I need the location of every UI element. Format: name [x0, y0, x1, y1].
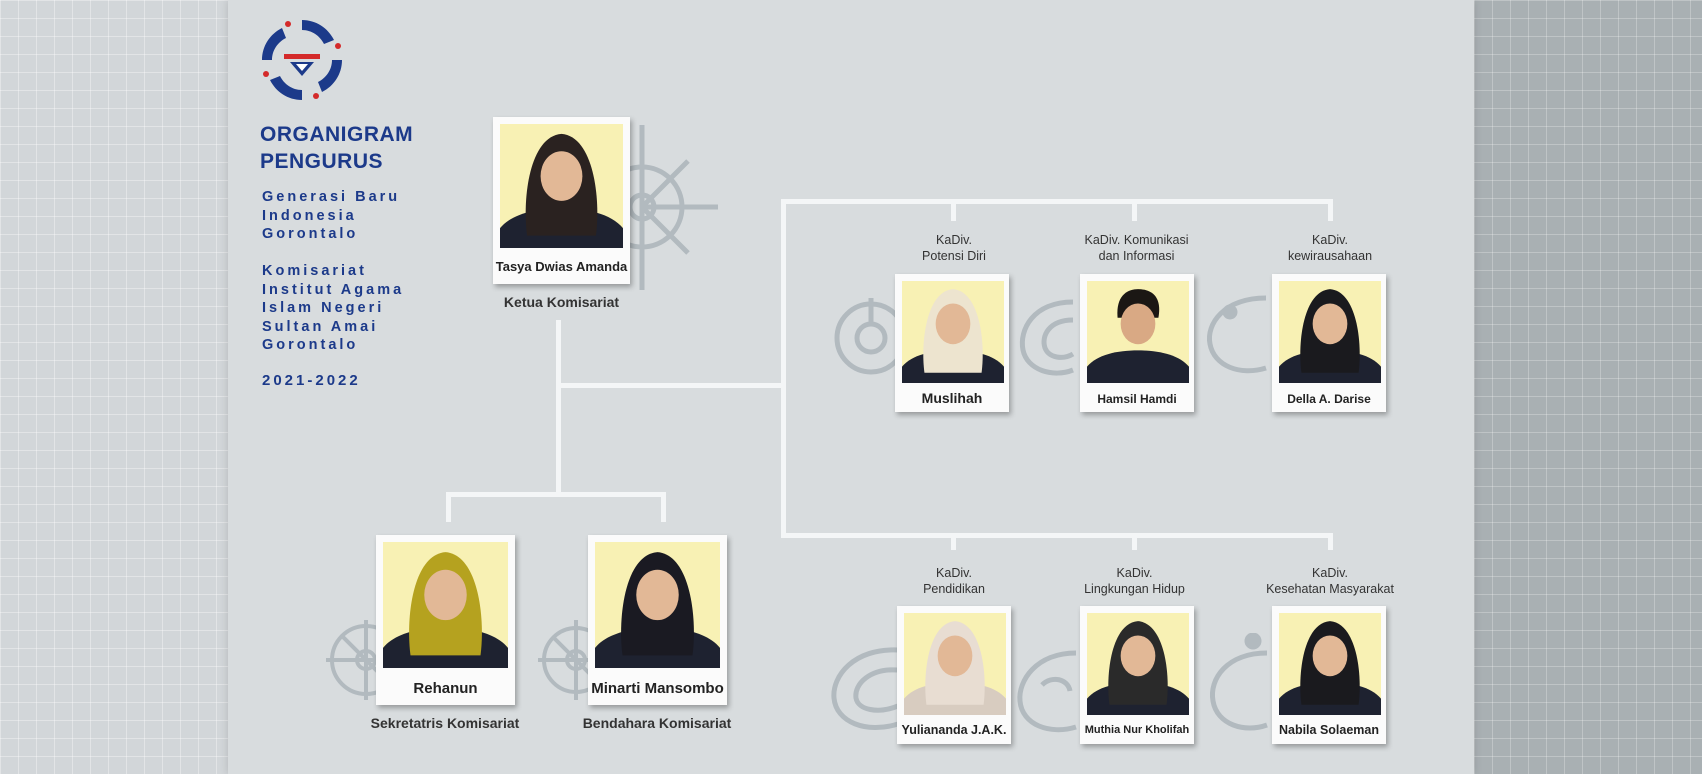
division-title: KaDiv. Lingkungan Hidup — [1062, 565, 1207, 597]
connector-line — [1328, 533, 1333, 550]
division-title-line: KaDiv. — [1312, 566, 1348, 580]
member-photo — [1279, 281, 1381, 383]
member-role: Ketua Komisariat — [503, 294, 620, 310]
member-card-treasurer: Minarti Mansombo — [588, 535, 727, 705]
member-name: Muthia Nur Kholifah — [1084, 724, 1190, 736]
title-line-2: PENGURUS — [260, 150, 384, 173]
connector-line — [446, 492, 451, 522]
org-line-1: Generasi Baru — [262, 189, 401, 205]
person-silhouette-icon — [1087, 621, 1189, 715]
member-name: Della A. Darise — [1287, 392, 1371, 406]
member-photo — [904, 613, 1006, 715]
title-line-1: ORGANIGRAM — [260, 123, 414, 146]
division-title-line: Kesehatan Masyarakat — [1266, 582, 1394, 596]
member-photo — [595, 542, 720, 668]
division-title-line: kewirausahaan — [1287, 249, 1373, 263]
person-silhouette-icon — [595, 552, 720, 668]
background-grid-left — [0, 0, 228, 774]
connector-line — [781, 199, 786, 538]
wheel-ornament-icon — [538, 620, 590, 700]
branch-line-1: Komisariat — [262, 263, 367, 279]
division-title-line: KaDiv. — [1116, 566, 1153, 580]
gmni-logo-icon — [262, 20, 342, 100]
division-title-line: KaDiv. — [936, 566, 972, 580]
org-line-3: Gorontalo — [262, 226, 359, 242]
member-card-chair: Tasya Dwias Amanda — [493, 117, 630, 284]
connector-line — [951, 533, 956, 550]
member-role: Sekretatris Komisariat — [370, 715, 520, 731]
division-title-line: KaDiv. — [936, 233, 972, 247]
member-photo — [1087, 281, 1189, 383]
swirl-ornament-icon — [1206, 295, 1267, 374]
member-name: Rehanun — [413, 680, 478, 697]
member-photo — [500, 124, 623, 248]
connector-line — [556, 320, 561, 495]
swirl-ornament-icon — [1209, 633, 1268, 731]
person-silhouette-icon — [1087, 289, 1189, 383]
connector-line — [781, 199, 1333, 204]
member-photo — [1087, 613, 1189, 715]
division-title-line: KaDiv. Komunikasi — [1084, 233, 1189, 247]
member-card-division: Nabila Solaeman — [1272, 606, 1386, 744]
person-silhouette-icon — [383, 552, 508, 668]
branch-line-3: Islam Negeri — [262, 300, 385, 316]
person-silhouette-icon — [500, 133, 623, 248]
swirl-ornament-icon — [1017, 650, 1077, 733]
person-silhouette-icon — [902, 289, 1004, 383]
page-title: ORGANIGRAM PENGURUS — [260, 121, 413, 175]
member-role: Bendahara Komisariat — [582, 715, 732, 731]
member-card-division: Yuliananda J.A.K. — [897, 606, 1011, 744]
background-grid-right — [1474, 0, 1702, 774]
branch-line-4: Sultan Amai — [262, 318, 379, 335]
division-title: KaDiv. Pendidikan — [894, 565, 1014, 597]
organization-name: Generasi Baru Indonesia Gorontalo — [262, 188, 400, 244]
wheel-ornament-icon — [326, 620, 381, 700]
member-card-division: Muthia Nur Kholifah — [1080, 606, 1194, 744]
division-title-line: Lingkungan Hidup — [1084, 582, 1185, 596]
member-name: Hamsil Hamdi — [1097, 392, 1177, 406]
wheel-ornament-icon — [628, 125, 718, 290]
member-name: Muslihah — [921, 390, 983, 406]
division-title-line: KaDiv. — [1312, 233, 1348, 247]
connector-line — [556, 383, 786, 388]
swirl-ornament-icon — [831, 647, 899, 730]
person-silhouette-icon — [1279, 289, 1381, 383]
division-title: KaDiv. kewirausahaan — [1270, 232, 1390, 264]
member-card-division: Della A. Darise — [1272, 274, 1386, 412]
connector-line — [781, 533, 1333, 538]
branch-name: Komisariat Institut Agama Islam Negeri S… — [262, 262, 404, 355]
person-silhouette-icon — [904, 621, 1006, 715]
member-name: Tasya Dwias Amanda — [495, 259, 628, 274]
member-photo — [1279, 613, 1381, 715]
member-card-secretary: Rehanun — [376, 535, 515, 705]
member-name: Minarti Mansombo — [591, 680, 724, 697]
connector-line — [951, 199, 956, 221]
connector-line — [661, 492, 666, 522]
division-title: KaDiv. Komunikasi dan Informasi — [1064, 232, 1209, 264]
connector-line — [1328, 199, 1333, 221]
member-name: Nabila Solaeman — [1278, 723, 1380, 737]
member-photo — [902, 281, 1004, 383]
division-title: KaDiv. Potensi Diri — [894, 232, 1014, 264]
member-card-division: Hamsil Hamdi — [1080, 274, 1194, 412]
division-title: KaDiv. Kesehatan Masyarakat — [1255, 565, 1405, 597]
connector-line — [446, 492, 666, 497]
division-title-line: dan Informasi — [1098, 249, 1175, 263]
division-title-line: Potensi Diri — [922, 249, 986, 263]
division-title-line: Pendidikan — [923, 582, 985, 596]
org-line-2: Indonesia — [262, 207, 357, 224]
period-label: 2021-2022 — [262, 372, 361, 389]
branch-line-5: Gorontalo — [262, 337, 359, 353]
member-photo — [383, 542, 508, 668]
connector-line — [1132, 199, 1137, 221]
branch-line-2: Institut Agama — [262, 281, 405, 298]
member-card-division: Muslihah — [895, 274, 1009, 412]
connector-line — [1132, 533, 1137, 550]
member-name: Yuliananda J.A.K. — [901, 723, 1007, 737]
person-silhouette-icon — [1279, 621, 1381, 715]
swirl-ornament-icon — [1019, 299, 1075, 376]
